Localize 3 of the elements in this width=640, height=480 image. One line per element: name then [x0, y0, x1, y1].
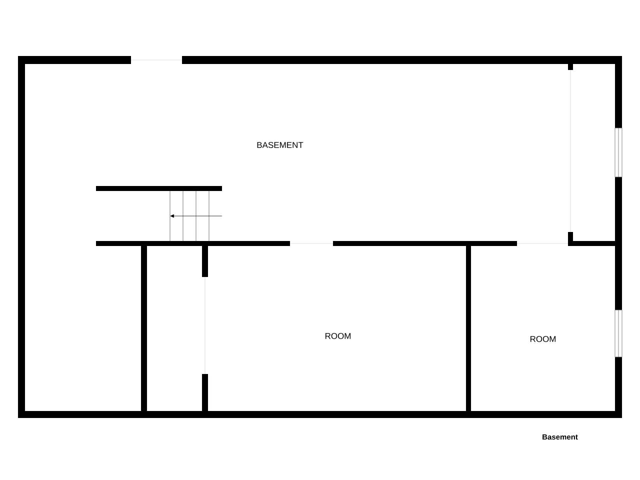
room-label: ROOM	[325, 333, 351, 339]
room-label: ROOM	[530, 336, 556, 342]
room-label: BASEMENT	[257, 142, 304, 148]
